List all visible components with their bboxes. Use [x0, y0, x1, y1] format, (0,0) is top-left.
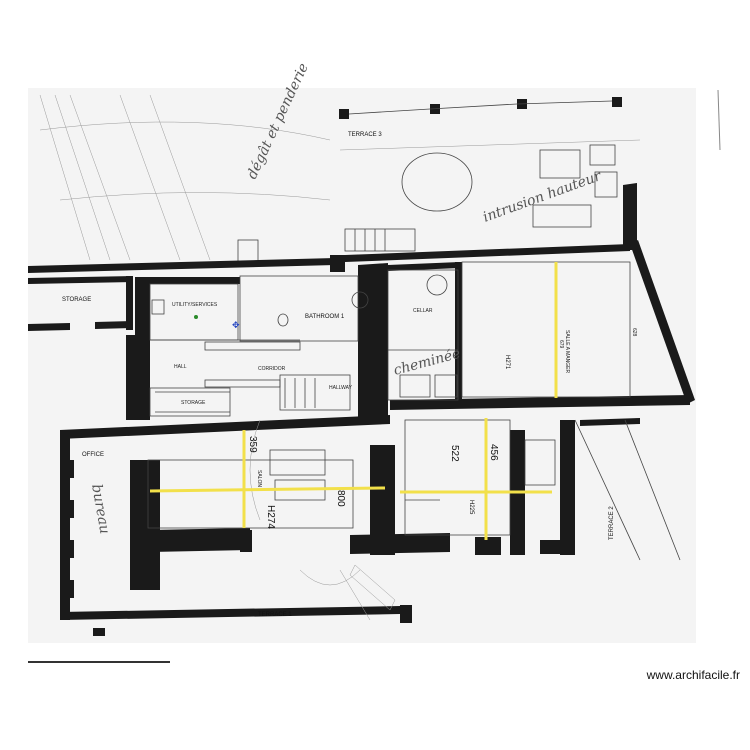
blue-marker: ✥ — [232, 321, 240, 331]
pencil-furniture — [249, 419, 396, 621]
round-table — [401, 152, 473, 212]
room-label-salon: SALON — [256, 470, 262, 487]
room-label-cellar: CELLAR — [413, 308, 433, 314]
dimension-679: 679 — [558, 340, 564, 349]
room-label-utility: UTILITY/SERVICES — [172, 302, 218, 308]
room-label-salle-a-manger: SALLE A MANGER — [564, 330, 570, 373]
room-label-bathroom1: BATHROOM 1 — [305, 314, 345, 320]
dimension-800: 800 — [335, 490, 346, 507]
room-label-storage-small: STORAGE — [181, 400, 206, 406]
pencil-sketch — [39, 94, 331, 261]
dimension-456: 456 — [488, 444, 499, 461]
interior-lines — [147, 261, 681, 561]
highlight-lines — [149, 262, 558, 540]
room-label-storage-top: STORAGE — [62, 297, 91, 303]
room-label-terrace3: TERRACE 3 — [348, 132, 382, 138]
room-label-terrace1: TERRACE 1 — [258, 612, 292, 618]
room-label-hall: HALL — [174, 364, 187, 370]
dimension-522: 522 — [449, 445, 460, 462]
dimension-h225: H225 — [468, 500, 474, 515]
dimension-h271: H271 — [504, 355, 510, 370]
dimension-h274: H274 — [265, 505, 276, 529]
dimension-628: 628 — [631, 328, 637, 337]
room-label-terrace2: TERRACE 2 — [609, 506, 615, 540]
watermark-text: www.archifacile.fr — [646, 668, 740, 682]
exterior-walls — [28, 183, 695, 636]
room-label-corridor: CORRIDOR — [258, 366, 286, 372]
room-label-office: OFFICE — [82, 452, 104, 458]
terrace3-area — [237, 97, 641, 263]
green-marker — [194, 315, 198, 319]
dimension-359: 359 — [247, 436, 258, 453]
page-edge-right — [717, 89, 721, 151]
room-label-hallway: HALLWAY — [329, 385, 353, 391]
